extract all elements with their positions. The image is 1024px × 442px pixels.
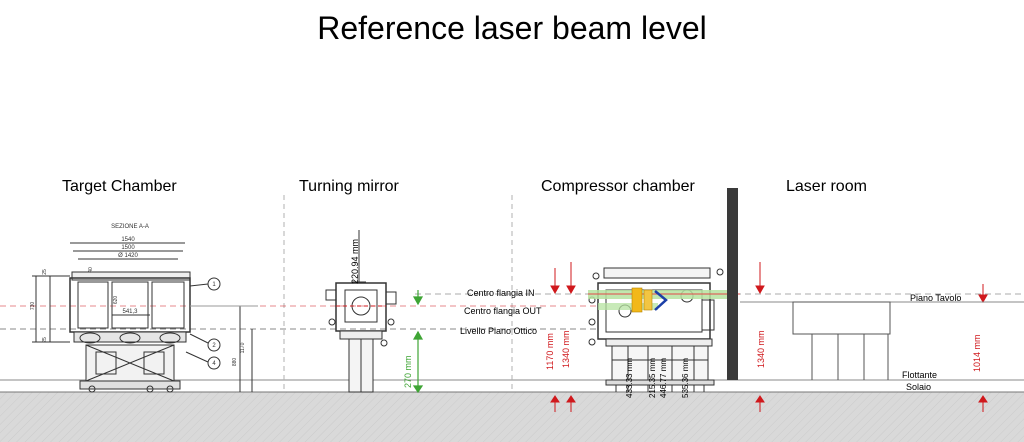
page-title: Reference laser beam level xyxy=(317,10,707,46)
compressor-red-dims xyxy=(550,262,576,412)
compressor-optics xyxy=(631,287,668,313)
turning-mirror-drawing xyxy=(325,230,397,393)
label-piano-tavolo: Piano Tavolo xyxy=(910,293,961,303)
target-callout-1: 1 xyxy=(212,282,216,288)
compressor-dim-433: 433.33 mm xyxy=(625,358,634,398)
target-dim-1420: Ø 1420 xyxy=(118,253,138,259)
target-section-label: SEZIONE A-A xyxy=(111,224,149,230)
compressor-beam xyxy=(588,290,740,310)
label-flottante: Flottante xyxy=(902,370,937,380)
compressor-dim-535: 535.36 mm xyxy=(681,358,690,398)
target-dim-25a: 25 xyxy=(42,269,48,275)
target-dim-40: 40 xyxy=(88,267,94,273)
label-livello-piano-ottico: Livello Piano Ottico xyxy=(460,326,537,336)
target-chamber-drawing xyxy=(32,242,258,393)
turning-dim-top: 220.94 mm xyxy=(350,239,360,284)
compressor-dim-215: 215.35 mm xyxy=(648,358,657,398)
label-solaio: Solaio xyxy=(906,382,931,392)
target-dim-1540: 1540 xyxy=(121,237,135,243)
compressor-chamber-drawing xyxy=(588,267,724,392)
target-callout-4: 4 xyxy=(212,361,216,367)
target-dim-880: 880 xyxy=(232,358,238,367)
compressor-dim-1170: 1170 mm xyxy=(545,333,555,370)
floor-slab xyxy=(0,379,1024,442)
optical-table-drawing xyxy=(740,301,1024,380)
target-dim-541: 541,3 xyxy=(122,309,138,315)
compressor-dim-1340: 1340 mm xyxy=(561,330,571,368)
section-title-turning-mirror: Turning mirror xyxy=(299,178,399,195)
label-centro-flangia-in: Centro flangia IN xyxy=(467,288,535,298)
label-centro-flangia-out: Centro flangia OUT xyxy=(464,306,542,316)
compressor-dim-446: 446.77 mm xyxy=(659,358,668,398)
section-title-target-chamber: Target Chamber xyxy=(62,178,177,195)
target-callout-2: 2 xyxy=(212,343,216,349)
section-dividers xyxy=(283,195,513,392)
target-dim-620: 620 xyxy=(113,296,119,305)
section-title-compressor-chamber: Compressor chamber xyxy=(541,178,695,195)
target-dim-1500: 1500 xyxy=(121,245,135,251)
target-dim-25b: 25 xyxy=(42,337,48,343)
laser-dim-1340: 1340 mm xyxy=(756,330,766,368)
target-dim-1170: 1170 xyxy=(240,342,246,353)
section-title-laser-room: Laser room xyxy=(786,178,867,195)
turning-mirror-green-dim xyxy=(412,290,424,394)
laser-dim-1014: 1014 mm xyxy=(972,334,982,372)
dividing-wall xyxy=(727,188,738,380)
target-dim-730: 730 xyxy=(30,302,36,311)
laser-room-red-dims xyxy=(755,262,988,412)
turning-dim-green: 270 mm xyxy=(403,355,413,388)
